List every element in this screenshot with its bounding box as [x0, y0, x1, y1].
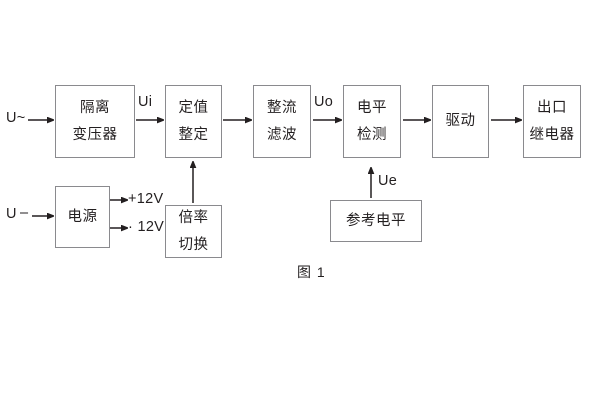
block-rectify-filter-line2: 滤波	[267, 126, 297, 143]
block-drive-line1: 驱动	[445, 113, 476, 130]
block-rectify-filter: 整流 滤波	[253, 85, 311, 158]
block-output-relay: 出口 继电器	[523, 85, 581, 158]
block-drive: 驱动	[432, 85, 489, 158]
block-isolation-transformer-line1: 隔离	[80, 99, 110, 116]
block-multiplier-switch-line1: 倍率	[178, 209, 209, 226]
label-ue: Ue	[378, 173, 398, 189]
block-power-supply-line1: 电源	[67, 208, 98, 225]
block-multiplier-switch-line2: 切换	[178, 236, 209, 253]
block-output-relay-line1: 出口	[537, 99, 567, 116]
block-level-detection: 电平 检测	[343, 85, 401, 158]
block-reference-level: 参考电平	[330, 200, 422, 242]
block-level-detection-line2: 检测	[357, 126, 387, 143]
label-dc-input-dash: –	[20, 205, 29, 221]
block-level-detection-line1: 电平	[357, 99, 387, 116]
label-rail-negative: · 12V	[128, 219, 165, 235]
block-setting-value-line2: 整定	[178, 126, 209, 143]
block-rectify-filter-line1: 整流	[267, 99, 297, 116]
figure-caption: 图 1	[297, 264, 326, 280]
block-multiplier-switch: 倍率 切换	[165, 205, 222, 258]
block-isolation-transformer: 隔离 变压器	[55, 85, 135, 158]
block-reference-level-line1: 参考电平	[346, 212, 406, 229]
label-ac-input: U~	[6, 110, 26, 126]
block-setting-value: 定值 整定	[165, 85, 222, 158]
block-power-supply: 电源	[55, 186, 110, 248]
block-output-relay-line2: 继电器	[529, 126, 575, 143]
label-ui: Ui	[138, 94, 153, 110]
label-dc-input: U	[6, 206, 17, 222]
block-setting-value-line1: 定值	[178, 99, 209, 116]
block-isolation-transformer-line2: 变压器	[72, 126, 118, 143]
label-rail-positive: +12V	[128, 191, 164, 207]
label-uo: Uo	[314, 94, 334, 110]
